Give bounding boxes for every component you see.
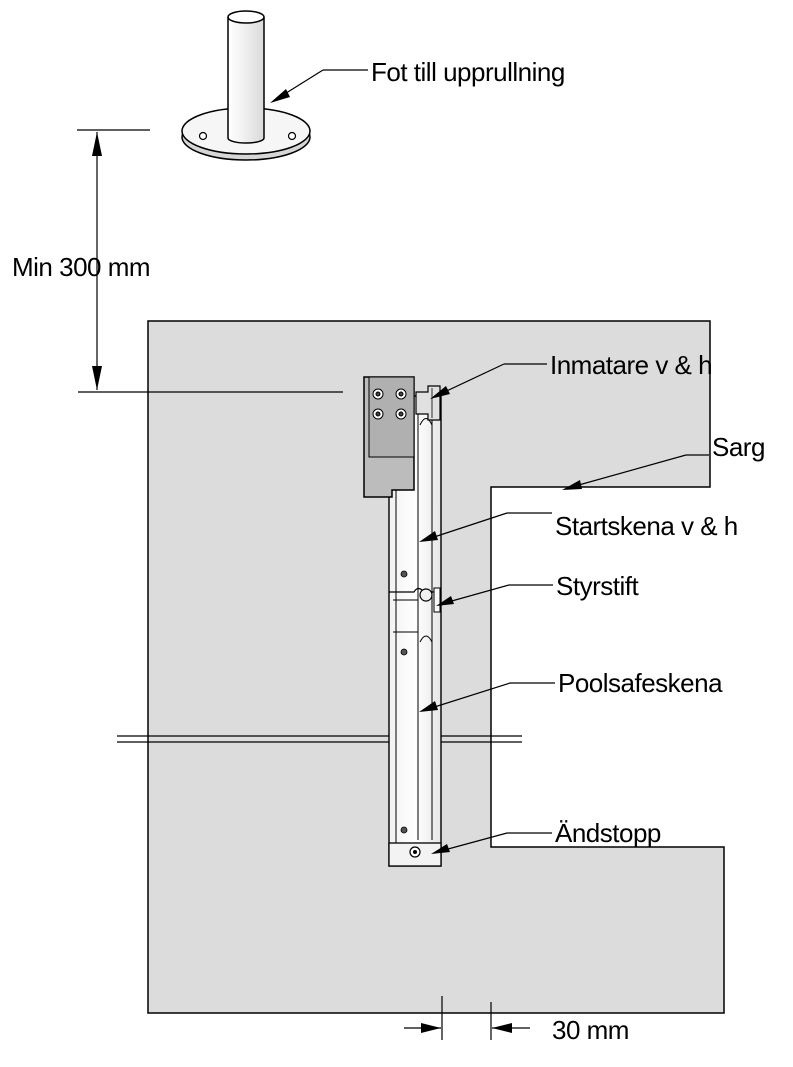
break-lines: [117, 735, 522, 743]
label-feeder: Inmatare v & h: [550, 350, 713, 380]
dimension-30mm: [404, 996, 530, 1040]
label-foot: Fot till upprullning: [371, 57, 565, 87]
label-pool-rail: Poolsafeskena: [558, 668, 723, 698]
dimension-min-300: [77, 129, 343, 393]
feeder-block: [363, 376, 441, 498]
label-min-distance: Min 300 mm: [12, 252, 151, 282]
label-gap: 30 mm: [552, 1015, 629, 1045]
label-end-stop: Ändstopp: [555, 818, 661, 848]
label-frame: Sarg: [712, 432, 765, 462]
feeder-screws: [372, 388, 407, 420]
label-start-rail: Startskena v & h: [555, 511, 738, 541]
label-guide-pin: Styrstift: [556, 571, 639, 601]
leader-lines: [270, 69, 709, 854]
roll-up-foot: [181, 10, 311, 161]
